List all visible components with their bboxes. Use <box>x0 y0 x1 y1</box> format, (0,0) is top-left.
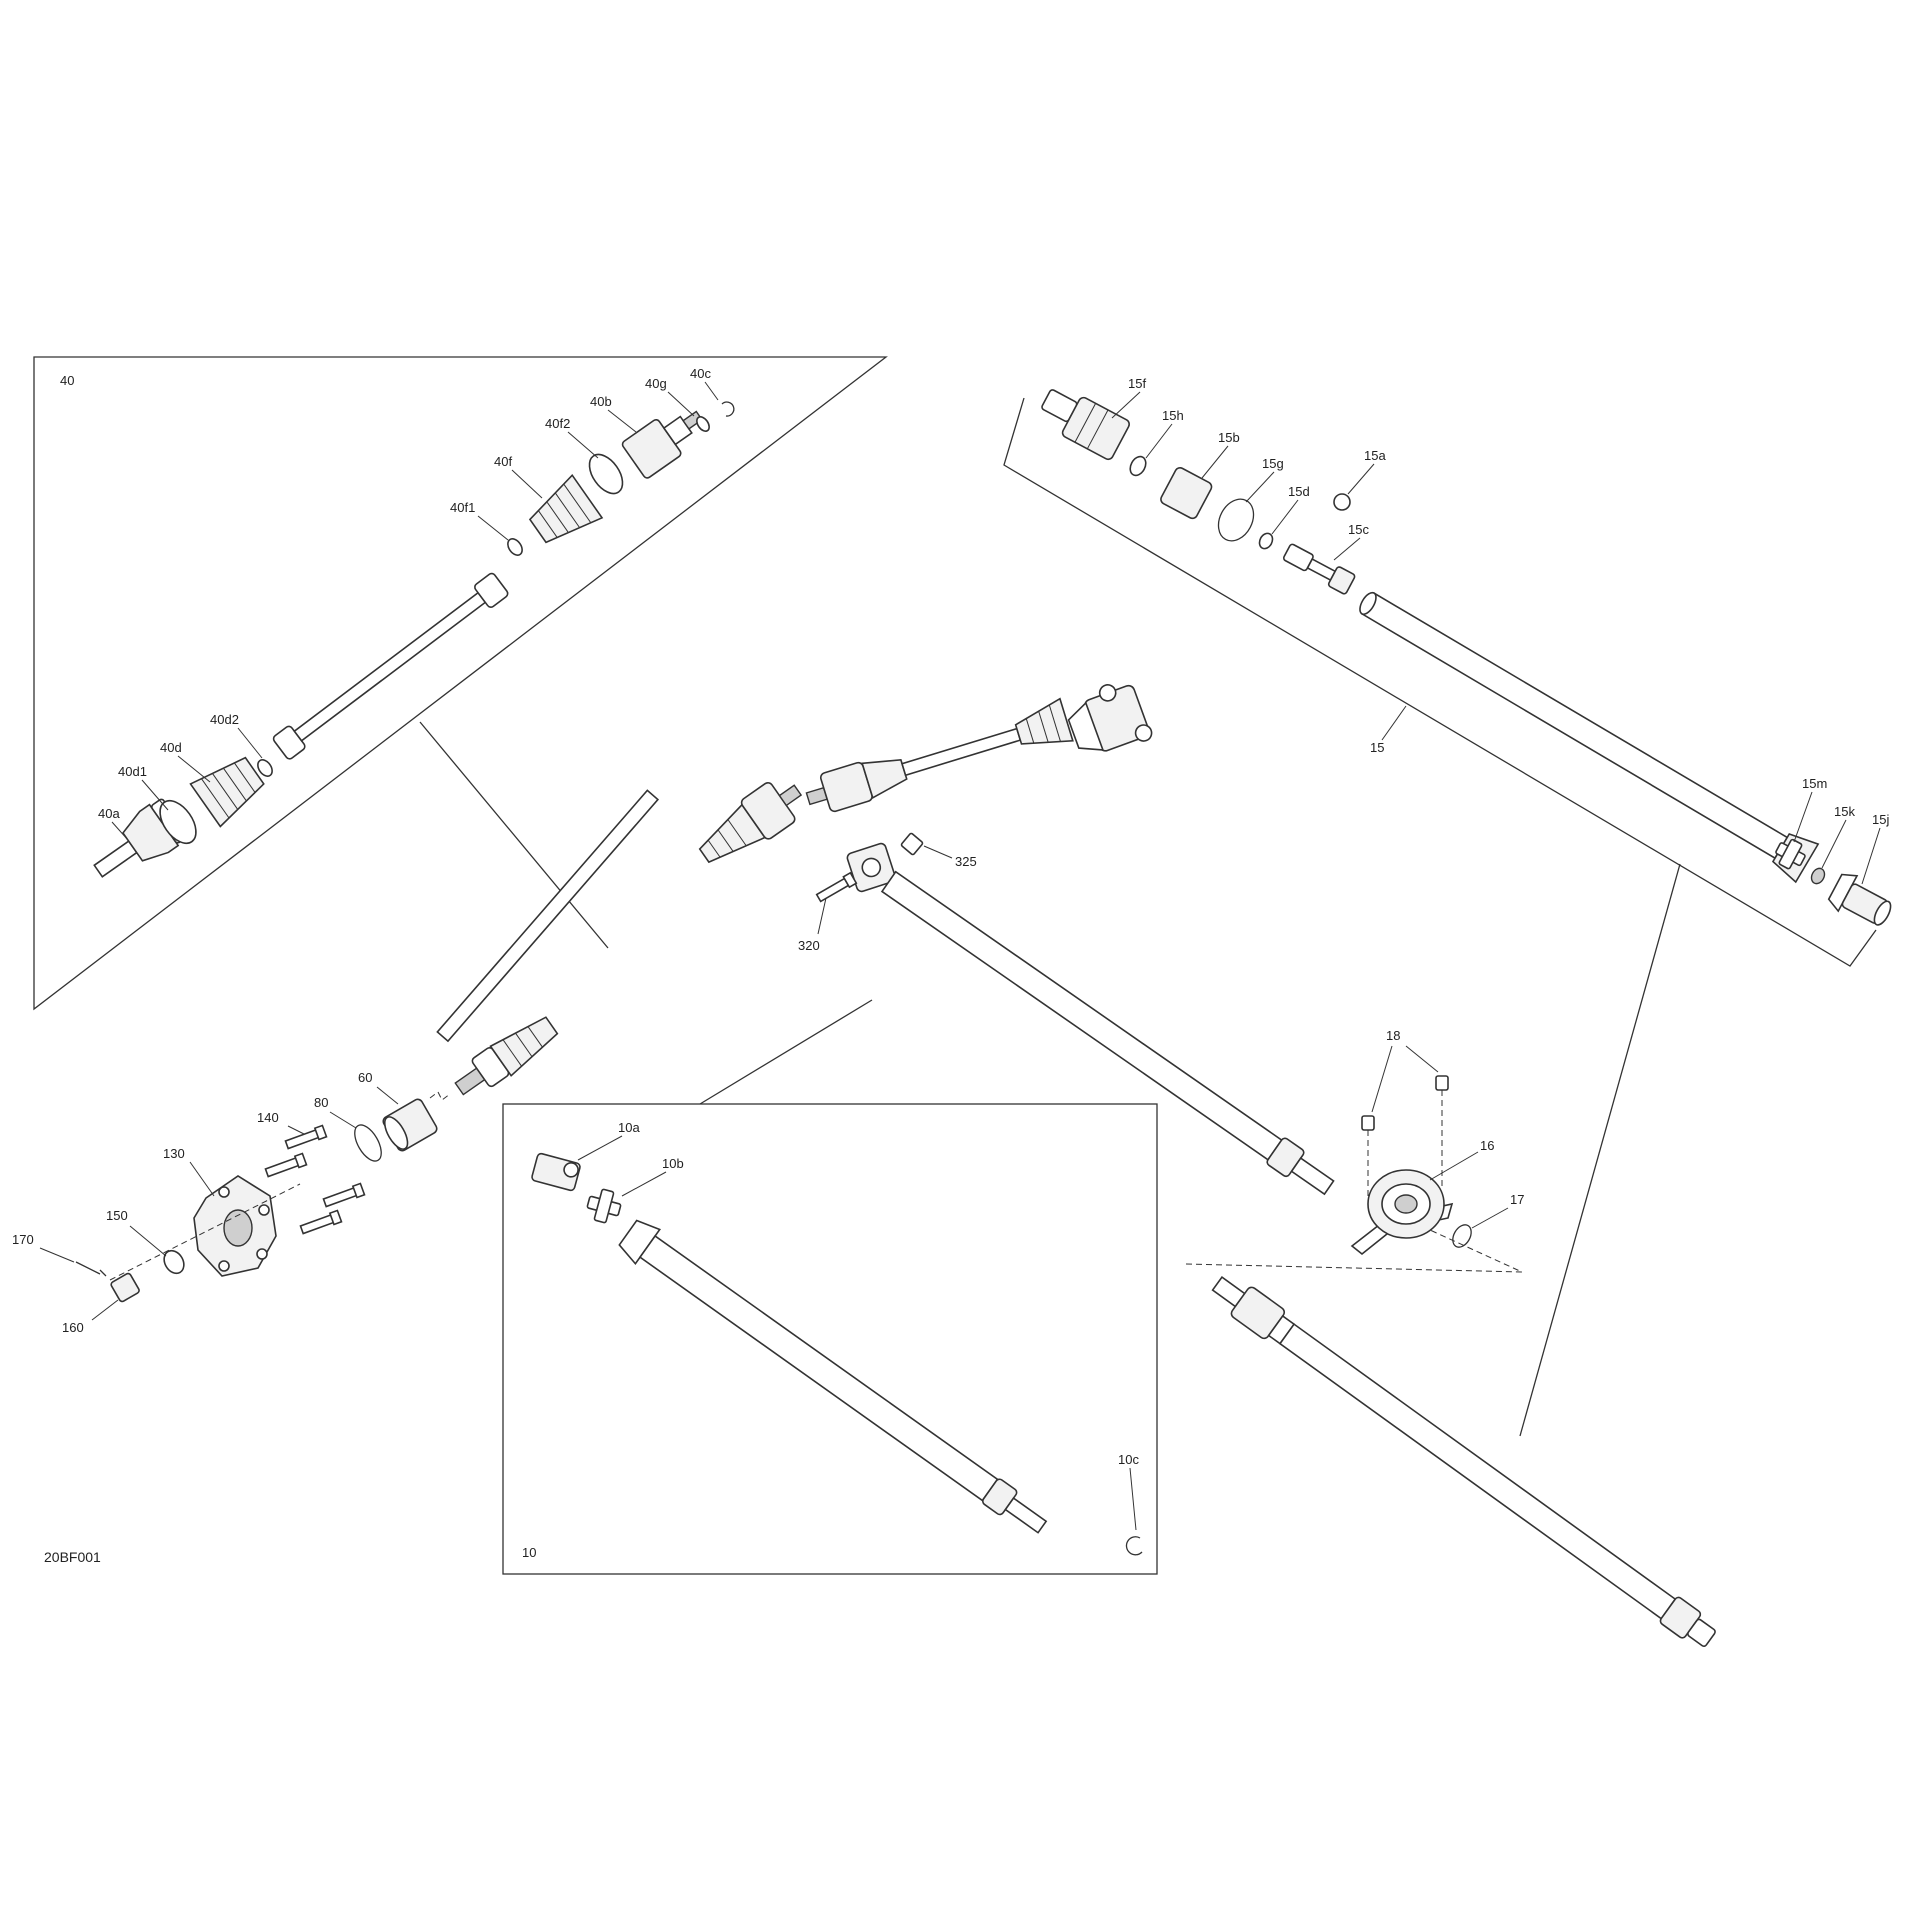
panel-15-leaders <box>1111 391 1881 885</box>
panel-15-connector <box>1519 863 1681 1437</box>
label-40c: 40c <box>690 366 711 381</box>
hub-leaders <box>39 1086 399 1321</box>
wheel-hub-130 <box>193 1175 277 1277</box>
bolt-325 <box>900 832 924 856</box>
label-150: 150 <box>106 1208 128 1223</box>
hub-nut-160 <box>110 1272 140 1303</box>
circlip-80 <box>354 1124 382 1162</box>
bearing-leaders <box>1371 1045 1509 1229</box>
middle-prop-shaft <box>846 842 1335 1196</box>
wheel-bearing-60 <box>382 1098 438 1152</box>
label-60: 60 <box>358 1070 372 1085</box>
label-40f: 40f <box>494 454 512 469</box>
prop-shaft-15-exploded <box>1041 389 1892 926</box>
label-15f: 15f <box>1128 376 1146 391</box>
wheel-studs-140 <box>264 1124 366 1235</box>
label-325: 325 <box>955 854 977 869</box>
label-15m: 15m <box>1802 776 1827 791</box>
label-16: 16 <box>1480 1138 1494 1153</box>
panel-40-label: 40 <box>60 373 74 388</box>
prop-shaft-10-exploded <box>531 1152 1143 1556</box>
center-bearing-16 <box>1350 1169 1454 1256</box>
front-drive-shaft-assembly <box>436 684 1153 1096</box>
panel-40-leaders <box>111 381 719 841</box>
hub-axis-dashes <box>109 1183 301 1281</box>
label-40f1: 40f1 <box>450 500 475 515</box>
cotter-pin-170 <box>75 1261 107 1277</box>
label-15d: 15d <box>1288 484 1310 499</box>
label-15j: 15j <box>1872 812 1889 827</box>
label-40g: 40g <box>645 376 667 391</box>
label-18: 18 <box>1386 1028 1400 1043</box>
label-320: 320 <box>798 938 820 953</box>
label-40d1: 40d1 <box>118 764 147 779</box>
lower-rear-prop-shaft <box>1211 1276 1716 1647</box>
panel-40-connector <box>419 721 609 949</box>
label-15c: 15c <box>1348 522 1369 537</box>
label-10c: 10c <box>1118 1452 1139 1467</box>
middle-leaders <box>817 845 953 935</box>
label-10a: 10a <box>618 1120 640 1135</box>
label-40b: 40b <box>590 394 612 409</box>
panel-10-outline <box>502 999 1158 1575</box>
label-140: 140 <box>257 1110 279 1125</box>
label-10b: 10b <box>662 1156 684 1171</box>
label-130: 130 <box>163 1146 185 1161</box>
label-40f2: 40f2 <box>545 416 570 431</box>
label-15b: 15b <box>1218 430 1240 445</box>
ring-17 <box>1452 1224 1472 1248</box>
label-15: 15 <box>1370 740 1384 755</box>
bolt-320 <box>815 871 858 903</box>
label-15a: 15a <box>1364 448 1386 463</box>
assembly-dashes <box>1185 1229 1523 1273</box>
panel-40-outline <box>33 356 888 1011</box>
bolts-18 <box>1361 1075 1449 1131</box>
label-15h: 15h <box>1162 408 1184 423</box>
label-170: 170 <box>12 1232 34 1247</box>
panel-10-label: 10 <box>522 1545 536 1560</box>
label-40d: 40d <box>160 740 182 755</box>
label-80: 80 <box>314 1095 328 1110</box>
label-160: 160 <box>62 1320 84 1335</box>
label-15k: 15k <box>1834 804 1855 819</box>
bearing-link-dashes <box>429 1091 451 1101</box>
label-15g: 15g <box>1262 456 1284 471</box>
washer-150 <box>163 1249 185 1275</box>
half-shaft-40-exploded <box>93 401 735 878</box>
panel-15-outline <box>1003 397 1877 967</box>
diagram-reference: 20BF001 <box>44 1549 101 1565</box>
label-17: 17 <box>1510 1192 1524 1207</box>
label-40d2: 40d2 <box>210 712 239 727</box>
label-40a: 40a <box>98 806 120 821</box>
panel-10-leaders <box>577 1135 1137 1531</box>
